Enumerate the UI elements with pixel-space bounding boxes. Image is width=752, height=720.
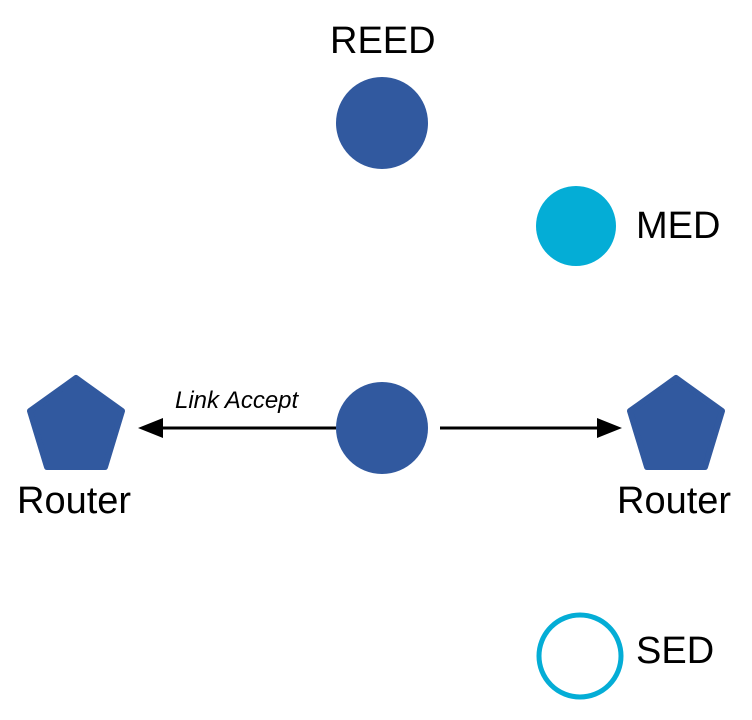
node-label-sed: SED	[636, 630, 715, 672]
edge-leader-to-router-left	[138, 418, 336, 438]
node-router-right-pentagon[interactable]	[627, 375, 725, 470]
edge-leader-to-router-right-arrowhead	[597, 418, 622, 438]
node-reed-circle[interactable]	[336, 77, 428, 169]
node-label-reed: REED	[330, 20, 436, 62]
node-label-med: MED	[636, 205, 721, 247]
node-label-router-left: Router	[17, 480, 132, 522]
node-leader-circle[interactable]	[336, 382, 428, 474]
edge-leader-to-router-left-arrowhead	[138, 418, 163, 438]
node-med-circle[interactable]	[536, 186, 616, 266]
edge-label-link-accept: Link Accept	[175, 387, 299, 414]
edge-leader-to-router-right	[440, 418, 622, 438]
node-label-router-right: Router	[617, 480, 732, 522]
node-sed-circle[interactable]	[536, 612, 624, 700]
node-router-left-pentagon[interactable]	[27, 375, 125, 470]
